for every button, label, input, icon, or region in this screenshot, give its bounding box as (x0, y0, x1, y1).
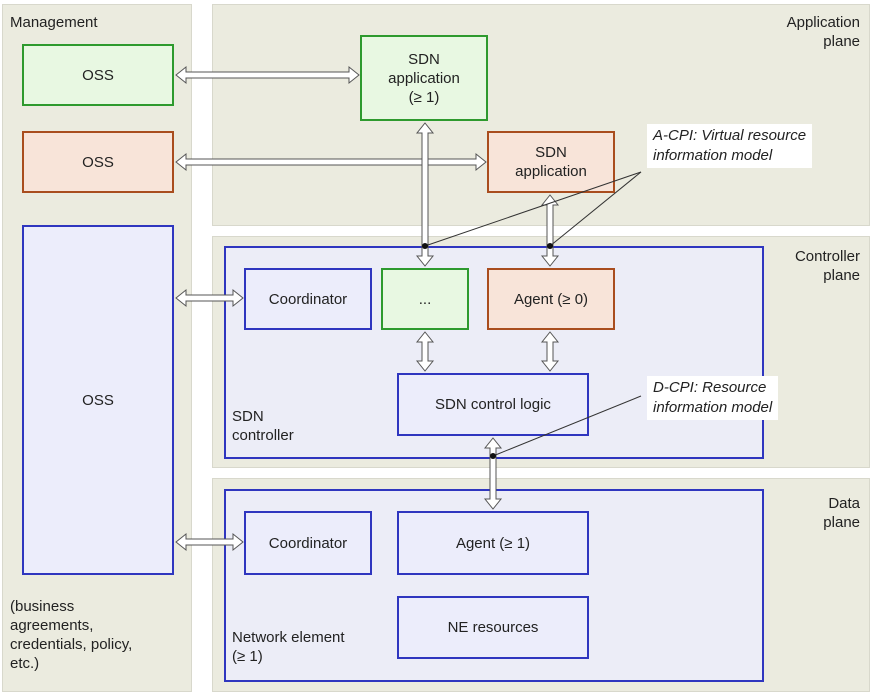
data-agent-box: Agent (≥ 1) (397, 511, 589, 575)
arrow-agent-to-control-logic (540, 331, 560, 372)
a-cpi-callout: A-CPI: Virtual resource information mode… (647, 124, 813, 168)
sdn-application-box-green: SDN application (≥ 1) (360, 35, 488, 121)
controller-coordinator-box: Coordinator (244, 268, 372, 330)
controller-agent-box: Agent (≥ 0) (487, 268, 615, 330)
data-plane-label: Data plane (823, 495, 860, 531)
ne-resources-box: NE resources (397, 596, 589, 659)
controller-ellipsis-box: ... (381, 268, 469, 330)
application-plane-label: Application plane (786, 14, 860, 50)
a-cpi-dot-1 (422, 243, 428, 249)
arrow-sdn-app-to-ellipsis (415, 122, 435, 267)
sdn-application-box-orange: SDN application (487, 131, 615, 193)
arrow-sdn-app-to-agent (540, 194, 560, 267)
arrow-ellipsis-to-control-logic (415, 331, 435, 372)
sdn-control-logic-box: SDN control logic (397, 373, 589, 436)
d-cpi-dot (490, 453, 496, 459)
data-coordinator-box: Coordinator (244, 511, 372, 575)
management-label: Management (10, 14, 98, 31)
d-cpi-leader (492, 395, 642, 457)
a-cpi-leader-2 (549, 171, 642, 247)
a-cpi-leader-1 (424, 171, 642, 247)
arrow-oss-to-data-coordinator (175, 532, 244, 552)
arrow-control-logic-to-data-agent (483, 437, 503, 510)
oss-box-main: OSS (22, 225, 174, 575)
oss-box-green: OSS (22, 44, 174, 106)
arrow-oss-green-to-sdn-app (175, 65, 360, 85)
controller-plane-label: Controller plane (794, 248, 860, 284)
oss-box-orange: OSS (22, 131, 174, 193)
arrow-oss-orange-to-sdn-app (175, 152, 487, 172)
d-cpi-callout: D-CPI: Resource information model (647, 376, 779, 420)
management-note: (business agreements, credentials, polic… (10, 598, 133, 672)
arrow-oss-to-controller-coordinator (175, 288, 244, 308)
network-element-label: Network element (≥ 1) (232, 629, 345, 665)
a-cpi-dot-2 (547, 243, 553, 249)
sdn-controller-label: SDN controller (232, 408, 294, 444)
